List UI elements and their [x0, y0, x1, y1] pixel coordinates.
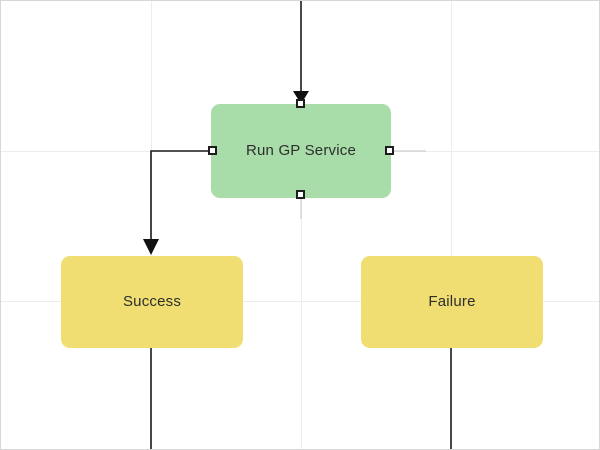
edge-arrowhead-icon [293, 91, 309, 104]
node-label-run-gp-service: Run GP Service [245, 142, 357, 159]
node-label-failure: Failure [428, 293, 476, 310]
edge-run-gp-service-to-success[interactable] [150, 150, 212, 241]
port-handle-bottom[interactable] [296, 190, 305, 199]
node-run-gp-service[interactable]: Run GP Service [211, 104, 391, 198]
node-success[interactable]: Success [61, 256, 243, 348]
port-handle-left[interactable] [208, 146, 217, 155]
port-handle-top[interactable] [296, 99, 305, 108]
port-handle-right[interactable] [385, 146, 394, 155]
node-failure[interactable]: Failure [361, 256, 543, 348]
edge-arrowhead-icon [143, 239, 159, 255]
node-label-success: Success [122, 293, 182, 310]
